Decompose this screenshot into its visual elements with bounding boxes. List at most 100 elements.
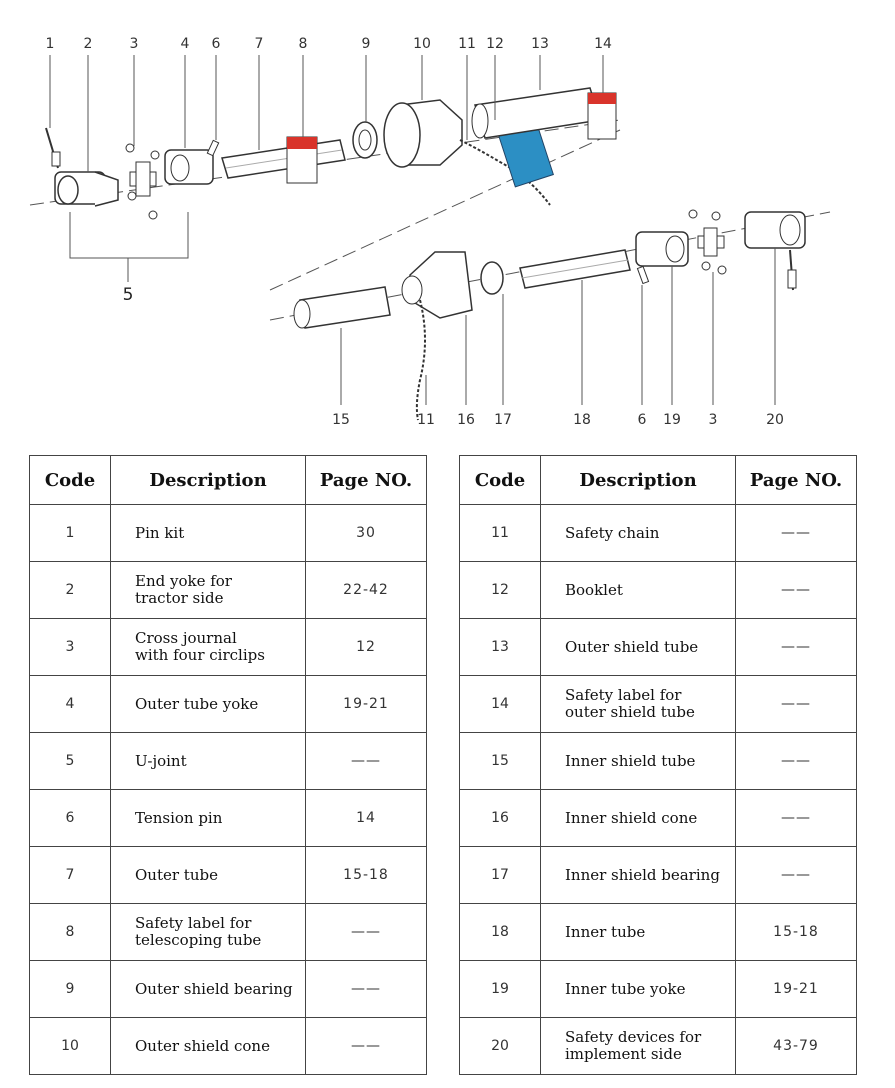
part-description-cell: Safety label for telescoping tube xyxy=(110,903,306,961)
safety-chain-top-part xyxy=(459,139,551,206)
part-description-cell: Booklet xyxy=(540,561,736,619)
inner-shield-tube-part xyxy=(293,286,391,329)
part-description-cell: End yoke for tractor side xyxy=(110,561,306,619)
part-description-cell: Safety label for outer shield tube xyxy=(540,675,736,733)
callout-16: 16 xyxy=(457,412,475,428)
part-page-cell: 15-18 xyxy=(735,903,857,961)
part-page-cell: —— xyxy=(735,561,857,619)
callout-10: 10 xyxy=(413,36,431,52)
part-code-cell: 10 xyxy=(29,1017,111,1075)
header-description: Description xyxy=(110,455,306,505)
part-description-cell: Inner shield tube xyxy=(540,732,736,790)
callout-7: 7 xyxy=(255,36,264,52)
part-description-cell: Outer tube yoke xyxy=(110,675,306,733)
table-header-row: Code Description Page NO. xyxy=(459,455,857,505)
part-code-cell: 8 xyxy=(29,903,111,961)
leader-lines xyxy=(49,55,776,405)
part-page-cell: 19-21 xyxy=(735,960,857,1018)
outer-tube-yoke-part xyxy=(164,139,220,185)
part-page-cell: —— xyxy=(305,960,427,1018)
part-code-cell: 4 xyxy=(29,675,111,733)
callout-19: 19 xyxy=(663,412,681,428)
outer-shield-bearing-part xyxy=(352,121,378,159)
callout-20: 20 xyxy=(766,412,784,428)
callout-14: 14 xyxy=(594,36,612,52)
safety-label-outer-shield-part xyxy=(587,92,617,140)
header-description: Description xyxy=(540,455,736,505)
cross-journal-part xyxy=(125,143,160,220)
part-code-cell: 20 xyxy=(459,1017,541,1075)
callout-4: 4 xyxy=(181,36,190,52)
callouts-bottom: 15 11 16 17 18 6 19 3 20 xyxy=(332,412,784,428)
header-code: Code xyxy=(459,455,541,505)
part-description-cell: Pin kit xyxy=(110,504,306,562)
part-description-cell: Inner shield bearing xyxy=(540,846,736,904)
part-page-cell: —— xyxy=(735,789,857,847)
callout-17: 17 xyxy=(494,412,512,428)
pin-kit-part xyxy=(45,127,61,169)
part-description-cell: U-joint xyxy=(110,732,306,790)
callouts-top: 1 2 3 4 6 7 8 9 10 11 12 13 14 xyxy=(46,36,612,52)
part-page-cell: 43-79 xyxy=(735,1017,857,1075)
callout-13: 13 xyxy=(531,36,549,52)
part-page-cell: —— xyxy=(735,675,857,733)
exploded-driveshaft-diagram: 1 2 3 4 6 7 8 9 10 11 12 13 14 5 15 11 1… xyxy=(29,36,831,428)
callout-11: 11 xyxy=(458,36,476,52)
callout-18: 18 xyxy=(573,412,591,428)
callout-1: 1 xyxy=(46,36,55,52)
callout-8: 8 xyxy=(299,36,308,52)
callout-9: 9 xyxy=(362,36,371,52)
inner-shield-bearing-part xyxy=(480,261,504,295)
inner-tube-part xyxy=(519,249,631,289)
callout-5-ujoint-group: 5 xyxy=(123,285,134,305)
part-code-cell: 1 xyxy=(29,504,111,562)
part-description-cell: Outer shield tube xyxy=(540,618,736,676)
part-page-cell: 19-21 xyxy=(305,675,427,733)
part-description-cell: Inner tube xyxy=(540,903,736,961)
part-page-cell: 22-42 xyxy=(305,561,427,619)
part-code-cell: 9 xyxy=(29,960,111,1018)
outer-tube-part xyxy=(221,139,346,179)
part-code-cell: 11 xyxy=(459,504,541,562)
header-page-no: Page NO. xyxy=(735,455,857,505)
part-page-cell: 14 xyxy=(305,789,427,847)
part-code-cell: 16 xyxy=(459,789,541,847)
callout-6: 6 xyxy=(212,36,221,52)
part-description-cell: Safety devices for implement side xyxy=(540,1017,736,1075)
part-code-cell: 17 xyxy=(459,846,541,904)
part-code-cell: 2 xyxy=(29,561,111,619)
safety-label-telescoping-part xyxy=(286,136,318,184)
callout-3-bottom: 3 xyxy=(709,412,718,428)
part-page-cell: —— xyxy=(305,903,427,961)
part-page-cell: —— xyxy=(305,1017,427,1075)
callout-3: 3 xyxy=(130,36,139,52)
part-description-cell: Tension pin xyxy=(110,789,306,847)
callout-2: 2 xyxy=(84,36,93,52)
safety-devices-implement-part xyxy=(744,211,806,291)
part-code-cell: 19 xyxy=(459,960,541,1018)
inner-tube-yoke-part xyxy=(635,231,689,267)
part-code-cell: 13 xyxy=(459,618,541,676)
part-description-cell: Inner shield cone xyxy=(540,789,736,847)
part-page-cell: —— xyxy=(735,846,857,904)
callout-12: 12 xyxy=(486,36,504,52)
part-description-cell: Inner tube yoke xyxy=(540,960,736,1018)
part-code-cell: 6 xyxy=(29,789,111,847)
end-yoke-tractor-part xyxy=(54,171,119,207)
axis-line-diagonal xyxy=(269,129,621,291)
header-page-no: Page NO. xyxy=(305,455,427,505)
cross-journal-bottom-part xyxy=(688,209,727,275)
